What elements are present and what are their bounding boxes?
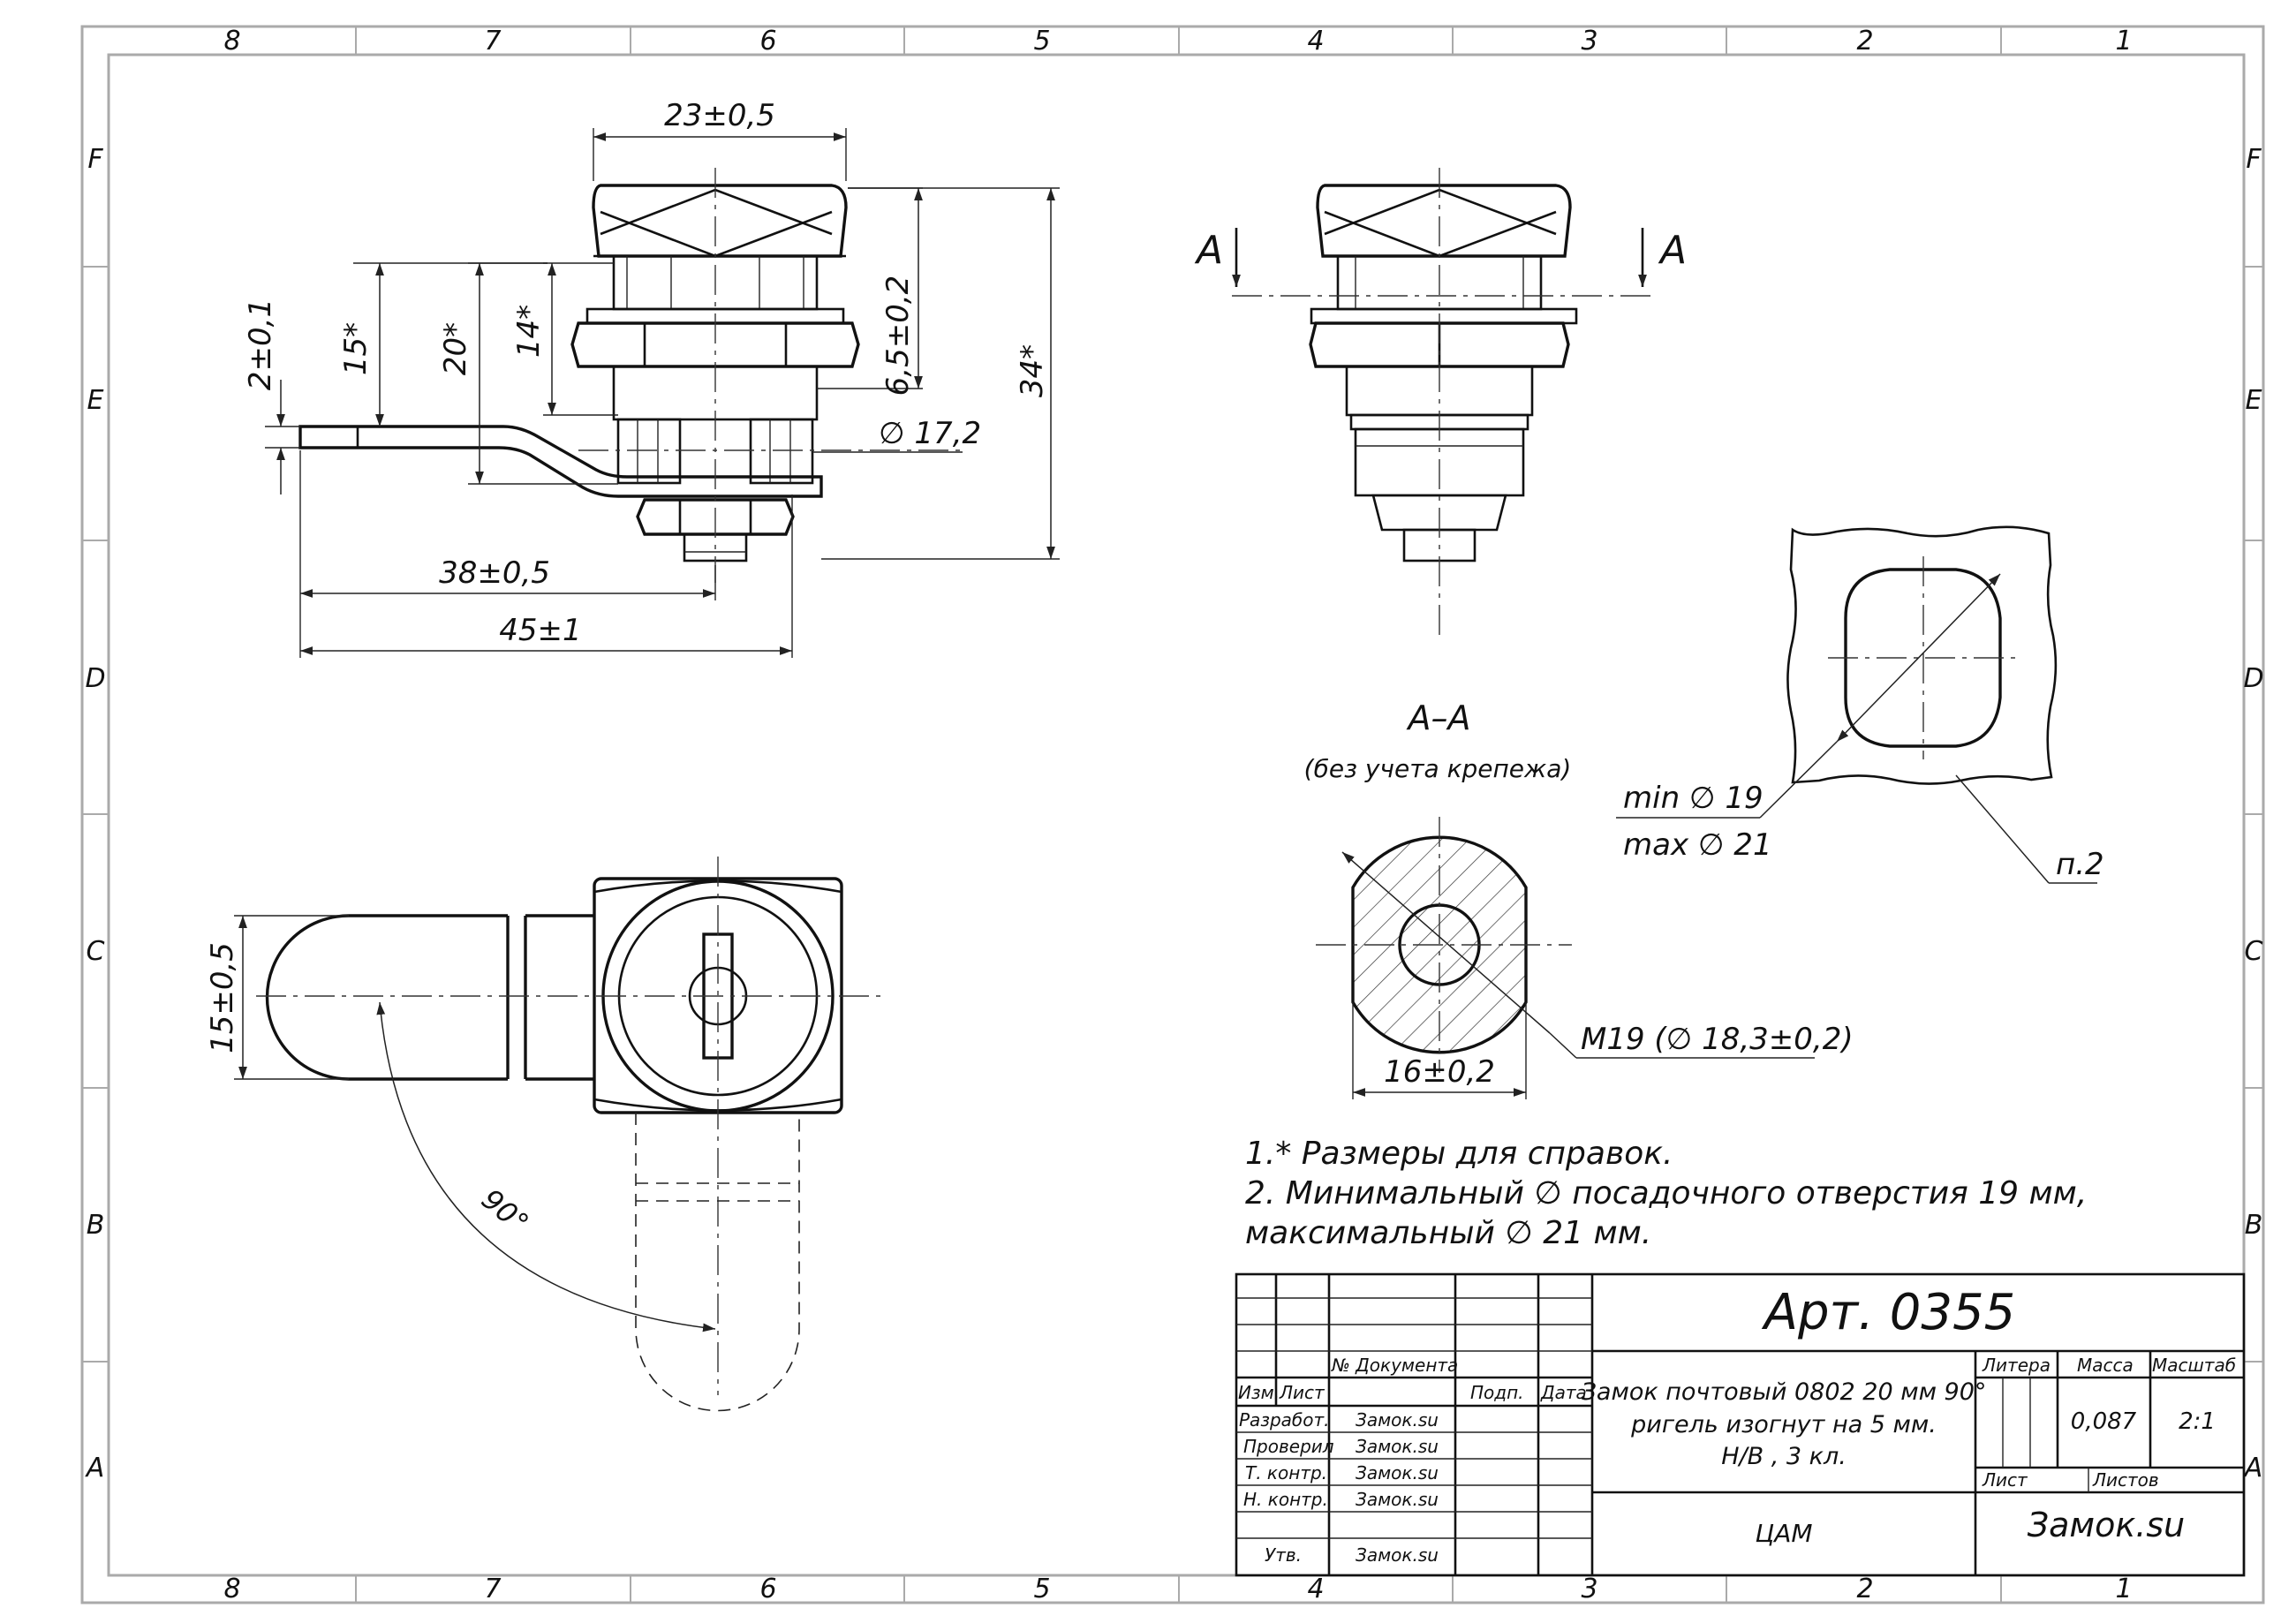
col-label: 6 [759, 1574, 776, 1604]
leader-p2: п.2 [2056, 847, 2104, 882]
col-label: 1 [2115, 1574, 2132, 1604]
row-label: F [2246, 144, 2262, 175]
role-name: Замок.su [1356, 1462, 1439, 1483]
role-name: Замок.su [1356, 1436, 1439, 1457]
dim-hole-max: max ∅ 21 [1623, 827, 1772, 863]
sheet-label: Лист [1982, 1469, 2028, 1491]
col-header-list: Лист [1279, 1382, 1325, 1403]
dim-thread: M19 (∅ 18,3±0,2) [1581, 1022, 1854, 1057]
col-label: 6 [759, 26, 776, 57]
section-arrow-label: A [1658, 228, 1687, 273]
role-label: Т. контр. [1245, 1462, 1327, 1483]
dim-h2: 2±0,1 [243, 298, 278, 390]
note-line: 2. Минимальный ∅ посадочного отверстия 1… [1245, 1175, 2087, 1212]
col-label: 2 [1856, 1574, 1873, 1604]
col-label: 3 [1581, 26, 1597, 57]
row-label: D [85, 663, 105, 694]
role-name: Замок.su [1356, 1544, 1439, 1566]
front-view: 23±0,5 34* 6,5±0,2 ∅ 17,2 15* 20* 14* 2±… [243, 98, 1060, 658]
product-name-line: ригель изогнут на 5 мм. [1630, 1411, 1937, 1438]
row-label: F [87, 144, 103, 175]
col-label: 7 [484, 1574, 501, 1604]
col-label: 5 [1033, 26, 1050, 57]
notes: 1.* Размеры для справок. 2. Минимальный … [1245, 1136, 2087, 1251]
dim-hole-min: min ∅ 19 [1623, 781, 1764, 816]
col-header-doc: № Документа [1331, 1355, 1458, 1376]
row-label: D [2243, 663, 2263, 694]
col-label: 8 [223, 1574, 240, 1604]
col-label: 3 [1581, 1574, 1597, 1604]
col-header-date: Дата [1540, 1382, 1587, 1403]
scale-value: 2:1 [2179, 1408, 2216, 1435]
dim-len-38: 38±0,5 [439, 555, 550, 591]
role-label: Утв. [1265, 1544, 1302, 1566]
title-block: Арт. 0355 Замок почтовый 0802 20 мм 90° … [1235, 1272, 2246, 1577]
role-label: Проверил [1243, 1436, 1334, 1457]
role-name: Замок.su [1356, 1409, 1439, 1431]
company-name: Замок.su [2028, 1506, 2185, 1544]
product-name-line: Н/В , 3 кл. [1721, 1443, 1847, 1470]
role-name: Замок.su [1356, 1489, 1439, 1510]
row-label: E [2246, 385, 2262, 416]
mass-value: 0,087 [2071, 1408, 2137, 1435]
row-label: C [87, 936, 105, 967]
col-header-izm: Изм. [1238, 1382, 1280, 1403]
note-line: 1.* Размеры для справок. [1245, 1136, 1673, 1172]
row-label: C [2245, 936, 2263, 967]
top-view: 90° 15±0,5 [205, 857, 883, 1412]
sheets-label: Листов [2092, 1469, 2159, 1491]
section-title: А–А [1406, 698, 1471, 737]
mounting-hole-view: min ∅ 19 max ∅ 21 п.2 [1616, 525, 2104, 884]
dim-dia-172: ∅ 17,2 [879, 416, 981, 451]
section-a-a: А–А (без учета крепежа) M19 (∅ 18,3±0,2)… [1304, 698, 1854, 1099]
row-label: A [2243, 1453, 2263, 1483]
dim-h14: 14* [511, 305, 547, 358]
col-label: 4 [1307, 26, 1324, 57]
section-subtitle: (без учета крепежа) [1304, 754, 1572, 783]
col-label: 5 [1033, 1574, 1050, 1604]
dim-flat-16: 16±0,2 [1384, 1054, 1495, 1090]
dim-head-width: 23±0,5 [664, 98, 775, 133]
material: ЦАМ [1755, 1519, 1812, 1548]
side-view: A A [1194, 168, 1687, 636]
row-label: A [85, 1453, 105, 1483]
col-header-litera: Литера [1982, 1355, 2051, 1376]
col-label: 1 [2115, 26, 2132, 57]
col-header-massa: Масса [2077, 1355, 2134, 1376]
row-label: E [87, 385, 104, 416]
row-label: B [2245, 1210, 2263, 1241]
row-label: B [87, 1210, 105, 1241]
product-name-line: Замок почтовый 0802 20 мм 90° [1582, 1378, 1987, 1406]
dim-height-65: 6,5±0,2 [880, 276, 916, 396]
dim-total-height: 34* [1015, 344, 1050, 397]
dim-width-15: 15±0,5 [205, 942, 240, 1053]
note-line: максимальный ∅ 21 мм. [1245, 1215, 1651, 1251]
col-label: 7 [484, 26, 501, 57]
section-arrow-label: A [1194, 228, 1223, 273]
dim-h15: 15* [338, 322, 374, 375]
dim-len-45: 45±1 [499, 613, 581, 648]
col-header-masshtab: Масштаб [2152, 1355, 2236, 1376]
col-label: 4 [1307, 1574, 1324, 1604]
drawing-frame: 8 7 6 5 4 3 2 1 8 7 6 5 4 3 2 1 F E D C … [80, 25, 2265, 1604]
dim-angle: 90° [475, 1182, 535, 1241]
col-label: 2 [1856, 26, 1873, 57]
role-label: Разработ. [1239, 1409, 1329, 1431]
article-number: Арт. 0355 [1762, 1284, 2016, 1341]
role-label: Н. контр. [1243, 1489, 1328, 1510]
col-header-sign: Подп. [1470, 1382, 1524, 1403]
dim-h20: 20* [438, 322, 473, 375]
col-label: 8 [223, 26, 240, 57]
